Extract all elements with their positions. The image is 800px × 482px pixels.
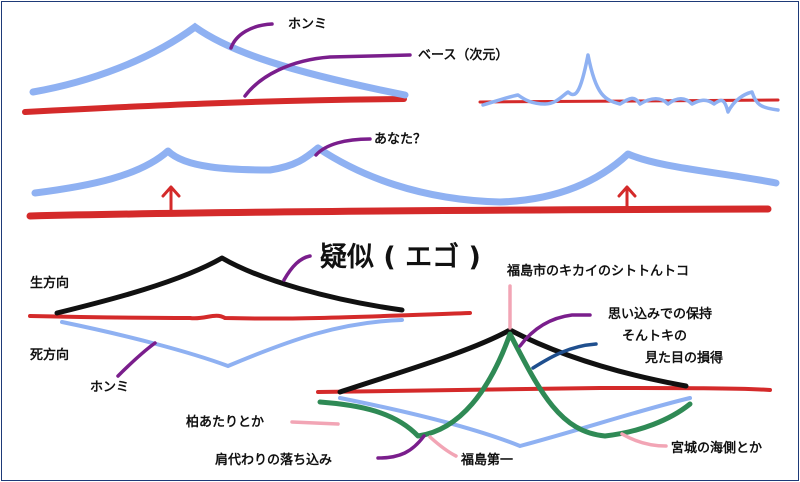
p5-red-base xyxy=(316,385,772,394)
p4-black-sei-curve xyxy=(54,255,405,316)
label-sei-houkou: 生方向 xyxy=(30,275,69,291)
p3-purple-leader xyxy=(314,137,372,157)
p5-green-curve xyxy=(317,331,693,439)
p1-blue-honmi-curve xyxy=(29,22,409,99)
p3-blue-curve xyxy=(31,144,780,206)
p3-red-arrow-right-head xyxy=(617,185,637,198)
p4-red-base xyxy=(28,311,472,321)
label-katagawari: 肩代わりの落ち込み xyxy=(215,452,332,468)
p4-purple-leader-top xyxy=(282,254,312,282)
label-kashiwa: 柏あたりとか xyxy=(186,414,264,430)
p4-purple-leader-bottom xyxy=(116,341,157,378)
p4-blue-shi-curve xyxy=(60,318,404,369)
p5-blue-curve xyxy=(338,396,692,449)
p5-purple-leader-katagawari xyxy=(376,434,426,460)
p5-purple-leader-omoikomi xyxy=(518,313,592,348)
p1-purple-leader-2 xyxy=(243,53,412,98)
label-miyagi: 宮城の海側とか xyxy=(671,440,762,456)
p5-pink-leader-kashiwa xyxy=(290,420,340,426)
label-shi-houkou: 死方向 xyxy=(30,347,69,363)
label-base-dim: ベース（次元） xyxy=(418,47,508,63)
label-omoikomi: 思い込みでの保持 xyxy=(608,306,712,322)
label-mitame: 見た目の損得 xyxy=(644,350,723,366)
label-anata: あなた？ xyxy=(374,132,426,147)
label-fukushima-city: 福島市のキカイのシトトんトコ xyxy=(506,263,689,279)
label-honmi-bottom: ホンミ xyxy=(90,380,129,395)
p2-blue-spiky-curve xyxy=(481,53,780,114)
p3-red-base xyxy=(26,205,772,220)
p5-pink-leader-miyagi xyxy=(620,432,668,448)
p5-navy-leader xyxy=(531,342,598,370)
label-honmi-top: ホンミ xyxy=(288,17,327,32)
label-sonntoki: そんトキの xyxy=(622,329,687,344)
title-giji-ego: 疑似 ( エゴ ) xyxy=(320,241,481,273)
p1-purple-leader xyxy=(229,22,274,50)
p1-red-base xyxy=(22,96,407,115)
p3-red-arrow-left-head xyxy=(161,185,181,198)
label-fukushima-daiichi: 福島第一 xyxy=(460,452,513,468)
p5-black-curve xyxy=(337,327,689,395)
p5-pink-leader-daiichi xyxy=(428,435,458,458)
